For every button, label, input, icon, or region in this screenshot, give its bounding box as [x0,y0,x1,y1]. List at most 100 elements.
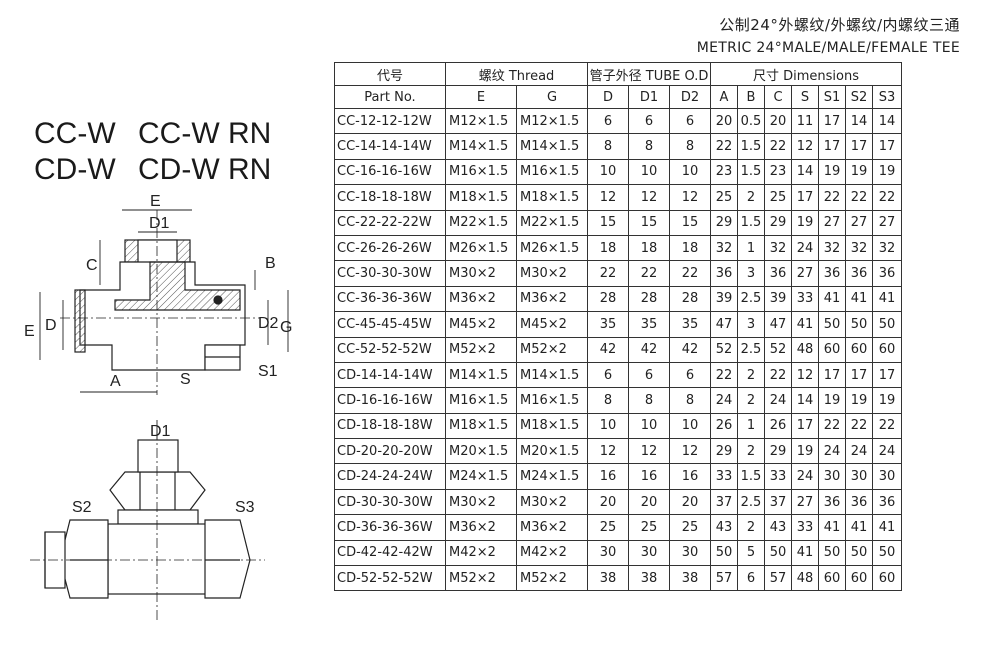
part-number-cell: CD-14-14-14W [334,361,446,389]
table-cell: 8 [669,387,711,414]
table-cell: 16 [669,463,711,490]
table-cell: 11 [791,107,819,135]
table-cell: 17 [818,361,846,389]
table-cell: 25 [587,514,629,541]
table-cell: 6 [587,107,629,135]
table-cell: M22×1.5 [445,209,517,236]
table-cell: M52×2 [516,336,588,363]
table-cell: 17 [791,184,819,211]
table-cell: 41 [818,285,846,313]
table-cell: 6 [628,361,670,389]
table-cell: 48 [791,336,819,363]
column-header: B [737,85,765,109]
technical-drawing: E D1 C B E D D2 G A S S1 D1 S2 S3 [24,193,292,620]
table-cell: M24×1.5 [516,463,588,490]
table-cell: M26×1.5 [516,234,588,262]
title-english: METRIC 24°MALE/MALE/FEMALE TEE [696,40,960,56]
table-cell: 48 [791,565,819,592]
dimensions-table: 代号 螺纹 Thread 管子外径 TUBE O.D 尺寸 Dimensions… [334,62,902,592]
table-cell: 57 [764,565,792,592]
table-cell: 14 [791,387,819,414]
table-cell: 36 [872,260,902,287]
table-cell: 26 [710,412,738,440]
table-cell: 42 [628,336,670,363]
table-cell: 20 [669,488,711,516]
table-cell: 2 [737,184,765,211]
part-number-cell: CC-14-14-14W [334,133,446,160]
label-E: E [150,193,161,210]
table-cell: 14 [791,158,819,186]
table-cell: 22 [669,260,711,287]
table-cell: 6 [669,107,711,135]
label-S1: S1 [258,363,278,380]
label-D2: D2 [258,315,279,332]
table-cell: M45×2 [445,311,517,338]
table-cell: 16 [587,463,629,490]
table-cell: 0.5 [737,107,765,135]
table-cell: 19 [845,387,873,414]
code-row-cc: CC-W CC-W RN [34,116,271,152]
table-cell: 15 [587,209,629,236]
table-cell: 39 [764,285,792,313]
table-cell: 1.5 [737,463,765,490]
table-cell: M12×1.5 [516,107,588,135]
table-cell: 36 [764,260,792,287]
table-cell: M52×2 [445,336,517,363]
table-cell: 29 [710,438,738,465]
table-cell: 30 [587,539,629,567]
table-cell: 22 [845,412,873,440]
table-cell: 15 [669,209,711,236]
table-cell: M20×1.5 [516,438,588,465]
table-cell: 37 [710,488,738,516]
table-cell: 41 [845,285,873,313]
table-cell: 2.5 [737,488,765,516]
table-cell: 8 [587,387,629,414]
table-cell: 41 [791,539,819,567]
table-cell: 25 [764,184,792,211]
table-cell: M42×2 [445,539,517,567]
code-cc-w-rn: CC-W RN [138,117,272,150]
table-cell: 17 [845,361,873,389]
table-cell: 2 [737,361,765,389]
label-A: A [110,373,121,390]
table-cell: 25 [628,514,670,541]
table-cell: 24 [710,387,738,414]
part-number-cell: CC-26-26-26W [334,234,446,262]
table-cell: 60 [845,336,873,363]
part-number-cell: CD-16-16-16W [334,387,446,414]
table-cell: M36×2 [516,285,588,313]
table-cell: 30 [845,463,873,490]
table-cell: 27 [791,488,819,516]
header-dimensions: 尺寸 Dimensions [710,62,902,86]
table-cell: M52×2 [516,565,588,592]
column-header: C [764,85,792,109]
table-cell: 18 [587,234,629,262]
table-cell: 17 [818,133,846,160]
table-cell: 17 [791,412,819,440]
table-header-row-1: 代号 螺纹 Thread 管子外径 TUBE O.D 尺寸 Dimensions [334,62,902,86]
title-chinese: 公制24°外螺纹/外螺纹/内螺纹三通 [719,16,960,34]
table-cell: 8 [628,133,670,160]
label-E-left: E [24,323,35,340]
table-cell: 19 [872,387,902,414]
table-cell: 32 [710,234,738,262]
label-D: D [45,317,57,334]
table-cell: 12 [587,438,629,465]
table-cell: 52 [710,336,738,363]
table-cell: 8 [669,133,711,160]
table-cell: 60 [872,565,902,592]
table-cell: 30 [818,463,846,490]
table-cell: 17 [872,361,902,389]
column-header: S3 [872,85,902,109]
table-cell: 60 [818,336,846,363]
label-S2: S2 [72,499,92,516]
table-cell: 2 [737,438,765,465]
table-cell: 24 [845,438,873,465]
table-cell: 37 [764,488,792,516]
table-cell: M22×1.5 [516,209,588,236]
table-cell: 38 [628,565,670,592]
label-S: S [180,371,191,388]
